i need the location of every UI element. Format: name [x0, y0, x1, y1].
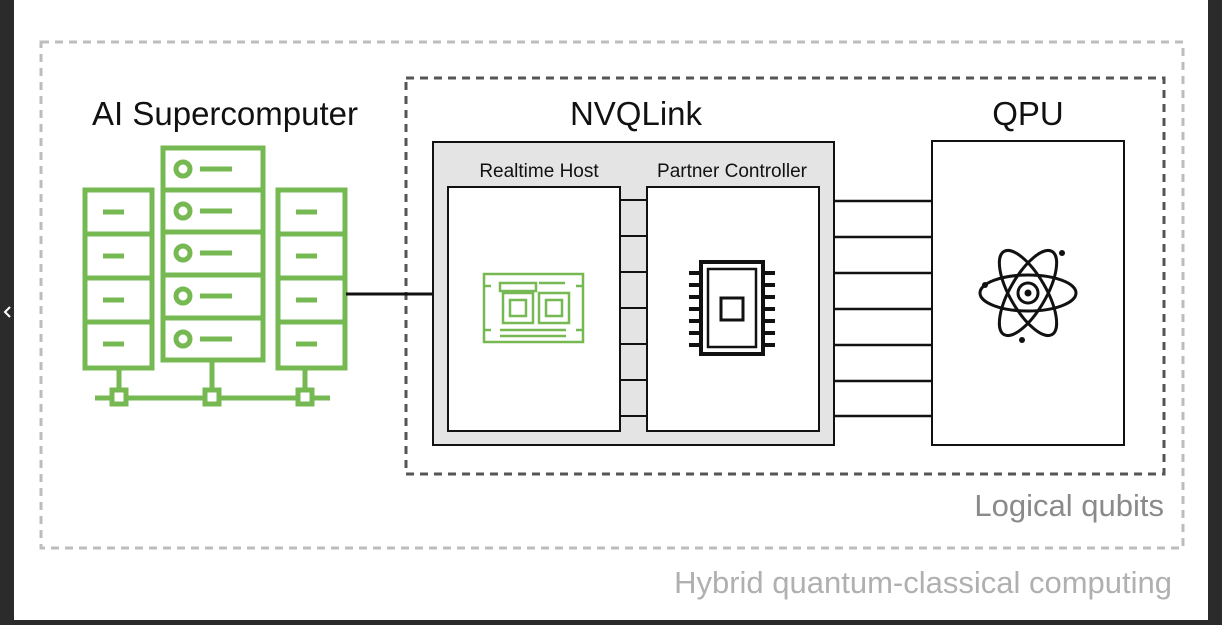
logical-qubits-label: Logical qubits	[974, 488, 1164, 523]
hybrid-group-border	[39, 40, 1185, 550]
circuit-board-icon	[482, 272, 585, 344]
chevron-left-icon[interactable]	[2, 300, 12, 324]
host-controller-bus	[620, 199, 647, 417]
partner-controller-box	[646, 186, 820, 432]
logical-qubits-group-border	[404, 76, 1166, 476]
realtime-host-label: Realtime Host	[479, 161, 599, 182]
atom-icon	[978, 248, 1078, 343]
chip-icon	[689, 260, 775, 356]
partner-controller-label: Partner Controller	[657, 161, 808, 182]
server-racks-icon	[82, 145, 348, 407]
qpu-label: QPU	[992, 95, 1064, 132]
ai-supercomputer-label: AI Supercomputer	[92, 95, 358, 132]
hybrid-computing-label: Hybrid quantum-classical computing	[674, 565, 1172, 600]
controller-qpu-lines	[834, 199, 932, 418]
nvqlink-label: NVQLink	[570, 95, 703, 132]
